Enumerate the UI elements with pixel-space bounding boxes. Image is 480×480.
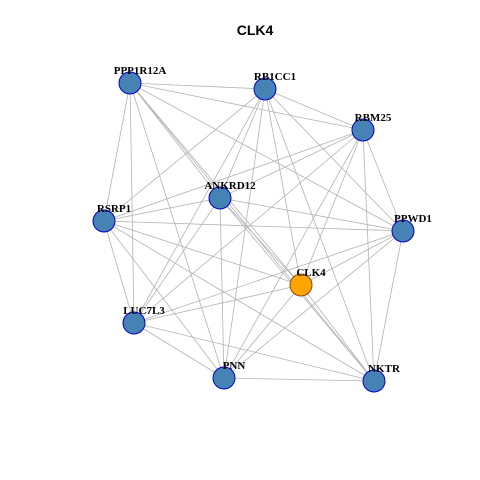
node-label-clk4: CLK4: [296, 267, 326, 279]
edge-ppp1r12a-luc7l3: [129, 82, 135, 324]
label-layer: PPP1R12A RB1CC1RBM25ANKRD12RSRP1PPWD1CLK4…: [97, 65, 432, 375]
node-rb1cc1: [253, 77, 277, 101]
node-luc7l3: [122, 311, 146, 335]
edge-ppwd1-nktr: [373, 230, 404, 382]
edge-rbm25-luc7l3: [133, 129, 364, 324]
edge-ppp1r12a-rb1cc1: [129, 82, 266, 90]
edge-rbm25-clk4: [300, 129, 364, 286]
edge-ppp1r12a-clk4: [129, 82, 302, 286]
edge-ankrd12-ppwd1: [219, 197, 404, 232]
node-label-ppp1r12a: PPP1R12A: [114, 65, 167, 77]
edge-clk4-nktr: [300, 284, 375, 382]
node-clk4: [289, 273, 313, 297]
edge-rbm25-pnn: [223, 129, 364, 379]
edge-pnn-nktr: [223, 377, 375, 382]
edge-rbm25-ppwd1: [362, 129, 404, 232]
edge-ppp1r12a-rsrp1: [103, 82, 131, 222]
edge-rb1cc1-luc7l3: [133, 88, 266, 324]
node-pnn: [212, 366, 236, 390]
edge-ppwd1-clk4: [300, 230, 404, 286]
edge-rb1cc1-nktr: [264, 88, 375, 382]
edge-luc7l3-nktr: [133, 322, 375, 382]
edge-luc7l3-pnn: [133, 322, 225, 379]
edge-ankrd12-luc7l3: [133, 197, 221, 324]
edge-rsrp1-ppwd1: [103, 220, 404, 232]
edge-rbm25-ankrd12: [219, 129, 364, 199]
graph-title: CLK4: [237, 22, 274, 38]
edge-ppp1r12a-ppwd1: [129, 82, 404, 232]
edge-ppp1r12a-rbm25: [129, 82, 364, 131]
edge-clk4-pnn: [223, 284, 302, 379]
node-label-nktr: NKTR: [368, 363, 401, 375]
node-label-ankrd12: ANKRD12: [204, 180, 256, 192]
node-rbm25: [351, 118, 375, 142]
node-nktr: [362, 369, 386, 393]
node-ankrd12: [208, 186, 232, 210]
edge-ankrd12-pnn: [219, 197, 225, 379]
edge-clk4-luc7l3: [133, 284, 302, 324]
node-label-ppwd1: PPWD1: [394, 213, 432, 225]
edge-rsrp1-nktr: [103, 220, 375, 382]
node-label-pnn: PNN: [223, 360, 246, 372]
edge-layer: [103, 82, 404, 382]
edge-rsrp1-clk4: [103, 220, 302, 286]
edge-rb1cc1-ankrd12: [219, 88, 266, 199]
edge-rb1cc1-pnn: [223, 88, 266, 379]
node-layer: [92, 71, 415, 393]
edge-rb1cc1-rbm25: [264, 88, 364, 131]
edge-rbm25-nktr: [362, 129, 375, 382]
node-label-luc7l3: LUC7L3: [123, 305, 165, 317]
edge-rsrp1-pnn: [103, 220, 225, 379]
node-ppp1r12a: [118, 71, 142, 95]
node-rsrp1: [92, 209, 116, 233]
edge-ankrd12-rsrp1: [103, 197, 221, 222]
edge-ppwd1-luc7l3: [133, 230, 404, 324]
node-label-rb1cc1: RB1CC1: [254, 71, 296, 83]
node-label-rbm25: RBM25: [355, 112, 392, 124]
edge-rb1cc1-clk4: [264, 88, 302, 286]
edge-ppwd1-pnn: [223, 230, 404, 379]
node-ppwd1: [391, 219, 415, 243]
node-label-rsrp1: RSRP1: [97, 203, 131, 215]
edge-ppp1r12a-ankrd12: [129, 82, 221, 199]
edge-rsrp1-luc7l3: [103, 220, 135, 324]
edge-ppp1r12a-pnn: [129, 82, 225, 379]
edge-rb1cc1-rsrp1: [103, 88, 266, 222]
edge-rbm25-rsrp1: [103, 129, 364, 222]
edge-rb1cc1-ppwd1: [264, 88, 404, 232]
